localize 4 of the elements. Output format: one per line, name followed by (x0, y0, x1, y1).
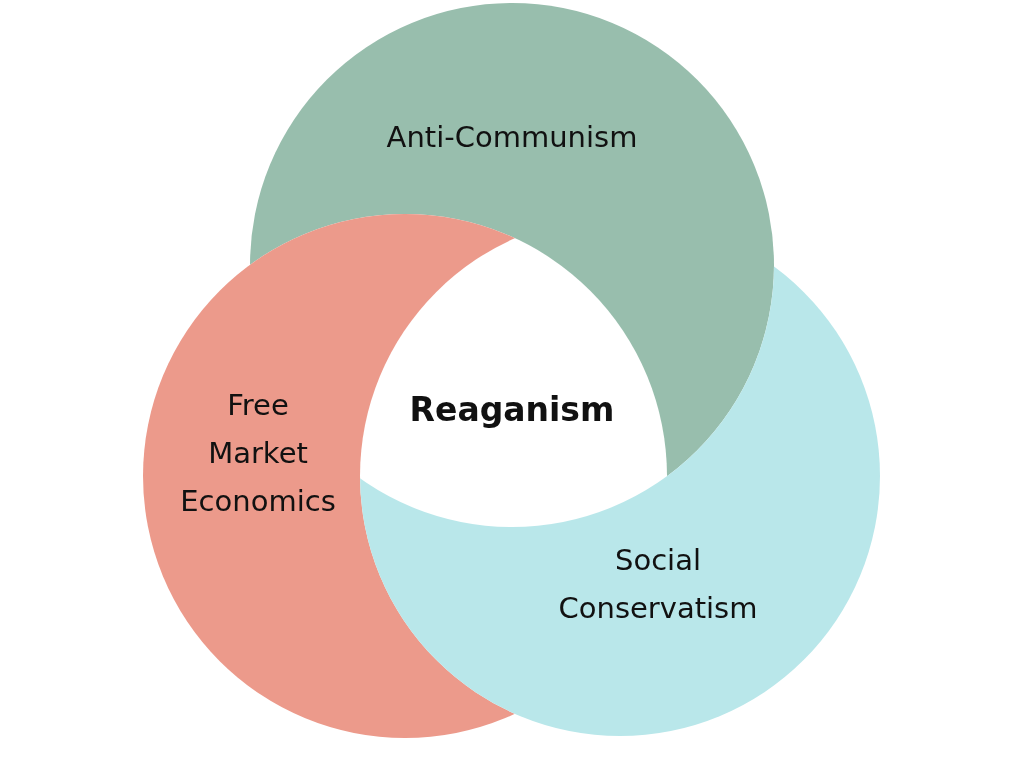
overlap-label: Reaganism (409, 389, 615, 431)
circle-label: Anti-Communism (386, 119, 638, 156)
circle-label: Social Conservatism (558, 542, 758, 627)
circle-label: Free Market Economics (180, 387, 336, 520)
